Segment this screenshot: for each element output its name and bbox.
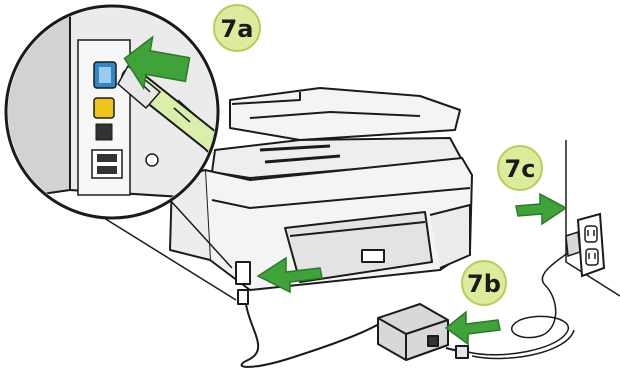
step-label-7c: 7c [505,155,536,183]
step-badge-7a: 7a [214,5,260,51]
power-cable [241,304,382,367]
step-label-7b: 7b [467,270,501,298]
wall-outlet [566,140,620,296]
step-badge-7c: 7c [498,146,542,190]
arrow-icon [446,312,500,344]
arrow-icon [516,194,566,224]
step-label-7a: 7a [221,15,254,43]
step-badge-7b: 7b [462,261,506,305]
